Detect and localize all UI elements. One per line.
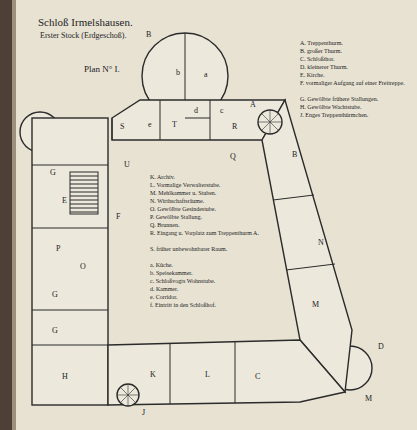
room-letter: d — [194, 106, 198, 115]
room-letter: O — [80, 262, 86, 271]
legend-entry: e. Corridor. — [150, 294, 262, 301]
room-letter: F — [116, 212, 120, 221]
stair-step — [70, 196, 98, 197]
stair-step — [70, 184, 98, 185]
room-letter: b — [176, 68, 180, 77]
room-letter: P — [56, 244, 60, 253]
spiral-stair — [270, 110, 271, 122]
legend-entry: A. Treppenthurm. — [300, 40, 343, 47]
legend-entry: Q. Brunnen. — [150, 222, 262, 229]
plan-number: Plan N° I. — [84, 64, 120, 74]
room-letter: Q — [230, 152, 236, 161]
stair-step — [70, 188, 98, 189]
room-letter: C — [255, 372, 260, 381]
room-letter: D — [378, 342, 384, 351]
room-letter: A — [250, 100, 256, 109]
spiral-stair — [120, 395, 128, 403]
legend-entry: P. Gewölbte Stallung. — [150, 214, 262, 221]
room-letter: J — [142, 408, 145, 417]
room-letter: N — [318, 238, 324, 247]
room-letter: K — [150, 370, 156, 379]
room-letter: a — [204, 70, 208, 79]
subtitle: Erster Stock (Erdgeschoß). — [40, 31, 126, 40]
room-letter: E — [62, 196, 67, 205]
legend-entry: R. Eingang u. Vorplatz zum Treppenthurm … — [150, 230, 262, 237]
legend-entry: J. Enges Treppenthürmchen. — [300, 112, 368, 119]
spiral-stair — [128, 387, 136, 395]
room-letter: G — [52, 290, 58, 299]
legend-entry: d. Kammer. — [150, 286, 262, 293]
spiral-stair — [270, 122, 278, 130]
room-letter: M — [365, 394, 372, 403]
legend-entry: b. Speisekammer. — [150, 270, 262, 277]
room-letter: G — [50, 168, 56, 177]
stair-step — [70, 208, 98, 209]
legend-entry: f. Eintritt in den Schloßhof. — [150, 302, 262, 309]
spiral-stair — [117, 395, 128, 396]
stair-step — [70, 180, 98, 181]
legend-entry: B. großer Thurm. — [300, 48, 342, 55]
legend-entry: D. kleinerer Thurm. — [300, 64, 348, 71]
room-letter: c — [220, 106, 224, 115]
stair-step — [70, 192, 98, 193]
spiral-stair — [262, 114, 270, 122]
room-letter: B — [146, 30, 151, 39]
legend-entry: C. Schloßthor. — [300, 56, 335, 63]
stair-step — [70, 212, 98, 213]
legend-entry: N. Wirthschaftsräume. — [150, 198, 262, 205]
stair-step — [70, 176, 98, 177]
room-letter: U — [124, 160, 130, 169]
spiral-stair — [128, 395, 129, 406]
room-letter: M — [312, 300, 319, 309]
legend-entry: a. Küche. — [150, 262, 262, 269]
room-letter: H — [62, 372, 68, 381]
legend-entry: L. Vormalige Verwalterstube. — [150, 182, 262, 189]
spiral-stair — [258, 122, 270, 123]
legend-entry: K. Archiv. — [150, 174, 262, 181]
room-letter: T — [172, 120, 177, 129]
spiral-stair — [270, 114, 278, 122]
legend-entry: M. Mehlkammer u. Stuben. — [150, 190, 262, 197]
room-letter: B — [292, 150, 297, 159]
room-letter: G — [52, 326, 58, 335]
spiral-stair — [128, 395, 139, 396]
spiral-stair — [262, 122, 270, 130]
spiral-stair — [128, 384, 129, 395]
spiral-stair — [120, 387, 128, 395]
spiral-stair — [128, 395, 136, 403]
legend-entry: G. Gewölbte frühere Stallungen. — [300, 96, 378, 103]
legend-entry: S. früher unbewohnbarer Raum. — [150, 246, 262, 253]
stair-step — [70, 204, 98, 205]
spiral-stair — [270, 122, 282, 123]
room-letter: e — [148, 120, 152, 129]
stair-step — [70, 200, 98, 201]
legend-entry: O. Gewölbte Gesindestube. — [150, 206, 262, 213]
spiral-stair — [270, 122, 271, 134]
plan-title: Schloß Irmelshausen. — [38, 16, 133, 29]
legend-entry: F. vormaliger Aufgang auf einer Freitrep… — [300, 80, 405, 87]
legend-entry: E. Kirche. — [300, 72, 325, 79]
legend-entry: c. Schloßvogts Wohnstube. — [150, 278, 262, 285]
room-letter: R — [232, 122, 237, 131]
legend-entry: H. Gewölbte Wachtstube. — [300, 104, 361, 111]
room-letter: L — [205, 370, 210, 379]
room-letter: S — [120, 122, 124, 131]
